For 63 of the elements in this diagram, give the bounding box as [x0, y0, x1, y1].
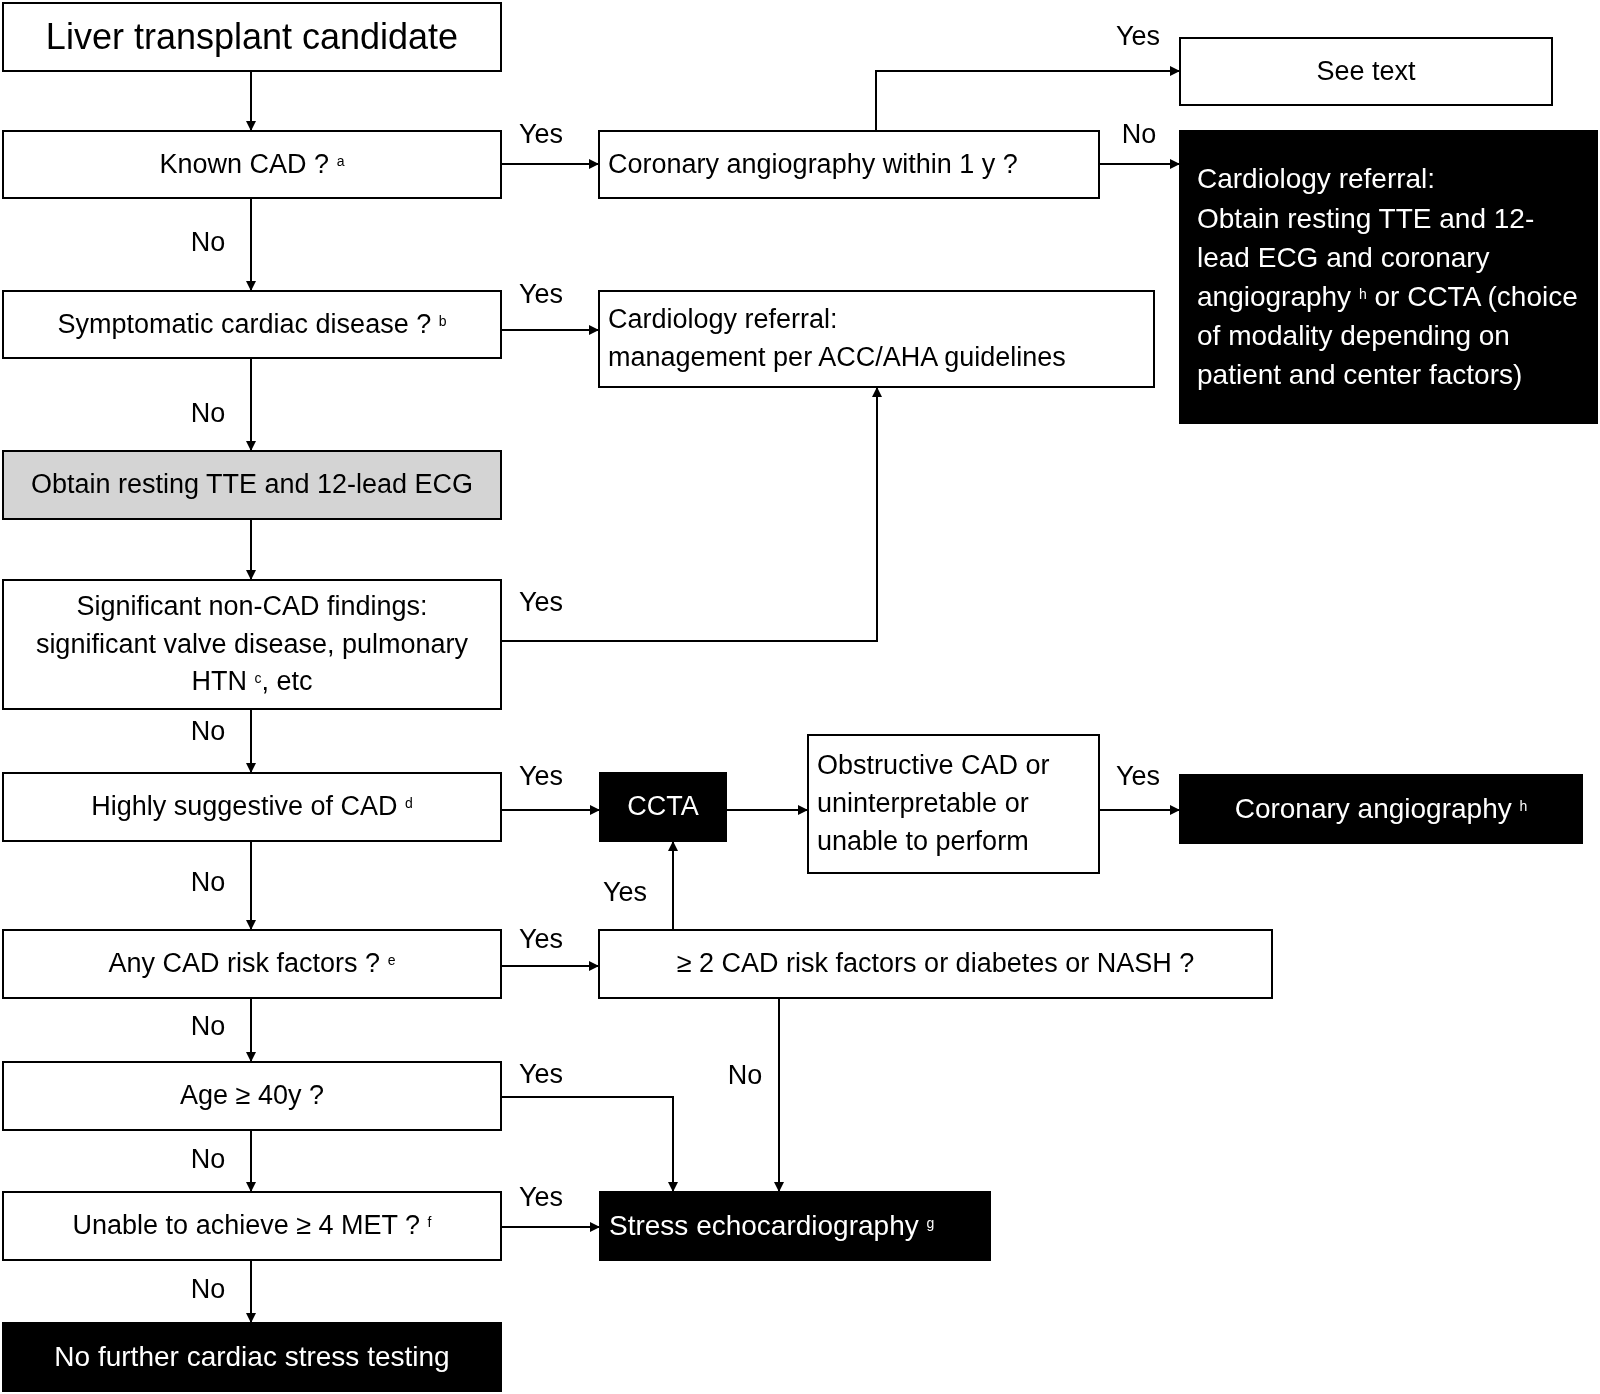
arrow: [246, 358, 256, 451]
arrow: [875, 66, 1180, 131]
box-text: Cardiology referral:: [1197, 162, 1436, 197]
outcome-box: [599, 1191, 991, 1261]
box-text: CCTA: [627, 790, 699, 824]
arrow: [246, 71, 256, 131]
box-text: See text: [1316, 54, 1416, 88]
process-box: [598, 130, 1100, 199]
arrow: [501, 805, 600, 815]
arrow: [501, 387, 882, 642]
box-text: Any CAD risk factors ? $^{e}$: [108, 947, 396, 981]
process-box: [2, 450, 502, 520]
arrow: [774, 998, 784, 1192]
arrow: [1099, 159, 1180, 169]
outcome-box: [599, 772, 727, 842]
box-text: significant valve disease, pulmonary HTN $^{c}$, etc: [34, 627, 470, 699]
arrow: [246, 519, 256, 580]
box-text: Cardiology referral:: [608, 303, 838, 337]
box-text: Stress echocardiography $^{g}$: [609, 1209, 935, 1244]
process-box: [2, 2, 502, 72]
outcome-box: [1179, 130, 1598, 424]
box-text: Age ≥ 40y ?: [180, 1079, 324, 1113]
box-text: Obstructive CAD or uninterpretable or unable to perform: [817, 749, 1051, 858]
box-text: Highly suggestive of CAD $^{d}$: [91, 790, 413, 824]
box-text: No further cardiac stress testing: [54, 1340, 450, 1375]
outcome-box: [2, 1322, 502, 1392]
arrow: [501, 159, 599, 169]
arrow: [246, 998, 256, 1062]
process-box: [2, 1061, 502, 1131]
arrow: [501, 961, 599, 971]
box-text: Unable to achieve ≥ 4 MET ? $^{f}$: [72, 1209, 432, 1243]
arrow: [668, 841, 678, 930]
box-text: Coronary angiography $^{h}$: [1234, 792, 1528, 827]
arrow: [246, 1260, 256, 1323]
process-box: [807, 734, 1100, 874]
process-box: [2, 130, 502, 199]
process-box: [598, 929, 1273, 999]
arrow: [501, 1222, 600, 1232]
process-box: [2, 772, 502, 842]
box-text: Significant non-CAD findings:: [76, 589, 428, 623]
arrow: [501, 325, 599, 335]
box-text: Coronary angiography within 1 y ?: [608, 147, 1018, 181]
box-text: Liver transplant candidate: [45, 14, 459, 59]
process-box: [598, 290, 1155, 388]
box-text: Known CAD ? $^{a}$: [159, 147, 345, 181]
box-text: ≥ 2 CAD risk factors or diabetes or NASH ?: [676, 947, 1195, 981]
arrow: [1099, 805, 1180, 815]
box-text: Obtain resting TTE and 12-lead ECG and coronary angiography $^{h}$ or CCTA (choice of modality depending on patient and center factors): [1197, 201, 1579, 393]
arrow: [501, 1096, 678, 1192]
box-text: Obtain resting TTE and 12-lead ECG: [30, 468, 474, 502]
process-box: [2, 579, 502, 710]
process-box: [2, 1191, 502, 1261]
arrow: [726, 805, 808, 815]
process-box: [2, 290, 502, 359]
process-box: [1179, 37, 1553, 106]
arrow: [246, 1130, 256, 1192]
box-text: management per ACC/AHA guidelines: [608, 341, 1066, 374]
process-box: [2, 929, 502, 999]
outcome-box: [1179, 774, 1583, 844]
arrow: [246, 198, 256, 291]
arrow: [246, 709, 256, 773]
arrow: [246, 841, 256, 930]
box-text: Symptomatic cardiac disease ? $^{b}$: [57, 307, 447, 341]
